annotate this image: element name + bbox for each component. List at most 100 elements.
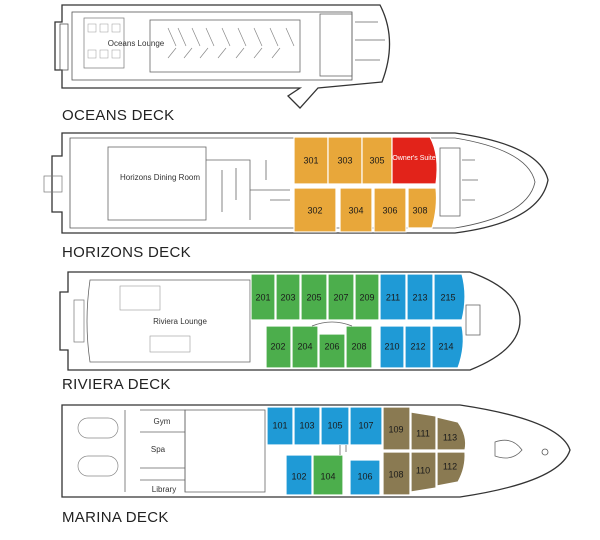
owners-suite[interactable] xyxy=(391,136,438,185)
cabin-303-number: 303 xyxy=(337,155,352,165)
cabin-212-number: 212 xyxy=(410,341,425,351)
cabin-303[interactable] xyxy=(327,136,363,185)
riviera-stair-curve xyxy=(311,321,353,327)
marina-open-area xyxy=(184,409,266,493)
horizons-deck-label: HORIZONS DECK xyxy=(62,244,191,261)
marina-deck: Gym Spa Library 101 103 105 107 109 111 … xyxy=(61,404,571,526)
cabin-304[interactable] xyxy=(339,187,373,233)
cabin-209[interactable] xyxy=(354,273,380,321)
cabin-215[interactable] xyxy=(433,273,466,321)
cabin-112[interactable] xyxy=(436,451,466,487)
oceans-deck: Oceans Lounge OCEANS DECK xyxy=(54,4,391,124)
cabin-104-number: 104 xyxy=(320,471,335,481)
cabin-104[interactable] xyxy=(312,454,344,496)
cabin-305-number: 305 xyxy=(369,155,384,165)
riviera-deck-label: RIVIERA DECK xyxy=(62,376,171,393)
cabin-105-number: 105 xyxy=(327,420,342,430)
gym-label: Gym xyxy=(154,417,171,426)
cabin-215-number: 215 xyxy=(440,292,455,302)
cabin-301[interactable] xyxy=(293,136,329,185)
marina-deck-label: MARINA DECK xyxy=(62,509,169,526)
cabin-302-number: 302 xyxy=(307,205,322,215)
cabin-106[interactable] xyxy=(349,459,381,496)
cabin-112-number: 112 xyxy=(443,461,457,471)
oceans-hull xyxy=(54,4,391,109)
cabin-210-number: 210 xyxy=(384,341,399,351)
cabin-211-number: 211 xyxy=(386,292,400,302)
marina-anchor-well xyxy=(494,439,523,459)
cabin-308[interactable] xyxy=(407,187,438,229)
cabin-108-number: 108 xyxy=(388,469,403,479)
cabin-213[interactable] xyxy=(406,273,434,321)
cabin-209-number: 209 xyxy=(359,292,374,302)
oceans-sun-loungers xyxy=(167,27,295,59)
cabin-302[interactable] xyxy=(293,187,337,233)
cabin-103-number: 103 xyxy=(299,420,314,430)
cabin-208[interactable] xyxy=(345,325,373,369)
cabin-107-number: 107 xyxy=(358,420,373,430)
horizons-inner-outline xyxy=(69,137,536,229)
cabin-214[interactable] xyxy=(431,325,464,369)
cabin-106-number: 106 xyxy=(357,471,372,481)
cabin-206[interactable] xyxy=(318,333,346,369)
cabin-306[interactable] xyxy=(373,187,407,233)
marina-stairs xyxy=(339,445,347,455)
cabin-109[interactable] xyxy=(382,406,411,451)
cabin-210[interactable] xyxy=(379,325,405,369)
oceans-lounge-label: Oceans Lounge xyxy=(108,39,165,48)
library-label: Library xyxy=(152,485,176,494)
cabin-207-number: 207 xyxy=(333,292,348,302)
spa-label: Spa xyxy=(151,445,166,454)
cabin-113[interactable] xyxy=(436,416,467,451)
cabin-205[interactable] xyxy=(300,273,328,321)
cabin-207[interactable] xyxy=(327,273,355,321)
oceans-deck-label: OCEANS DECK xyxy=(62,107,175,124)
cabin-204[interactable] xyxy=(291,325,319,369)
horizons-dining-label: Horizons Dining Room xyxy=(120,173,200,182)
cabin-113-number: 113 xyxy=(443,432,457,442)
marina-cabins: 101 103 105 107 109 111 113 102 104 106 … xyxy=(266,406,467,496)
cabin-203-number: 203 xyxy=(280,292,295,302)
cabin-101[interactable] xyxy=(266,406,294,446)
cabin-102[interactable] xyxy=(285,454,313,496)
horizons-service-areas xyxy=(206,159,290,220)
cabin-201-number: 201 xyxy=(255,292,270,302)
cabin-110-number: 110 xyxy=(416,465,430,475)
riviera-seating xyxy=(149,335,191,353)
cabin-205-number: 205 xyxy=(306,292,321,302)
cabin-108[interactable] xyxy=(382,451,411,496)
cabin-211[interactable] xyxy=(379,273,407,321)
cabin-109-number: 109 xyxy=(388,424,403,434)
marina-tender-1 xyxy=(77,417,119,439)
riviera-stern-steps xyxy=(73,299,85,343)
riviera-lounge-label: Riviera Lounge xyxy=(153,317,207,326)
cabin-301-number: 301 xyxy=(303,155,318,165)
horizons-cabins: 301 303 305 Owner's Suite 302 304 306 30… xyxy=(293,136,438,233)
cabin-212[interactable] xyxy=(404,325,432,369)
horizons-deck: Horizons Dining Room 301 303 305 Owner's… xyxy=(43,132,549,261)
cabin-107[interactable] xyxy=(349,406,383,446)
cabin-308-number: 308 xyxy=(412,205,427,215)
cabin-201[interactable] xyxy=(250,273,276,321)
oceans-bridge xyxy=(319,13,353,77)
cabin-202[interactable] xyxy=(265,325,292,369)
cabin-305[interactable] xyxy=(361,136,393,185)
cabin-103[interactable] xyxy=(293,406,321,446)
cabin-306-number: 306 xyxy=(382,205,397,215)
cabin-203[interactable] xyxy=(275,273,301,321)
marina-bow-ring xyxy=(541,448,549,456)
cabin-213-number: 213 xyxy=(412,292,427,302)
owners-suite-label: Owner's Suite xyxy=(392,155,435,162)
riviera-forward-stair xyxy=(465,304,481,336)
oceans-sundeck-rail xyxy=(149,19,301,73)
cabin-101-number: 101 xyxy=(272,420,287,430)
horizons-dining-room xyxy=(107,146,207,221)
horizons-forward-stair xyxy=(439,147,461,217)
cabin-202-number: 202 xyxy=(270,341,285,351)
cabin-110[interactable] xyxy=(410,451,437,493)
cabin-102-number: 102 xyxy=(291,471,306,481)
oceans-bow-lines xyxy=(355,21,385,61)
riviera-cabins: 201 203 205 207 209 211 213 215 202 204 … xyxy=(250,273,466,369)
cabin-111[interactable] xyxy=(410,411,437,451)
cabin-105[interactable] xyxy=(320,406,350,446)
